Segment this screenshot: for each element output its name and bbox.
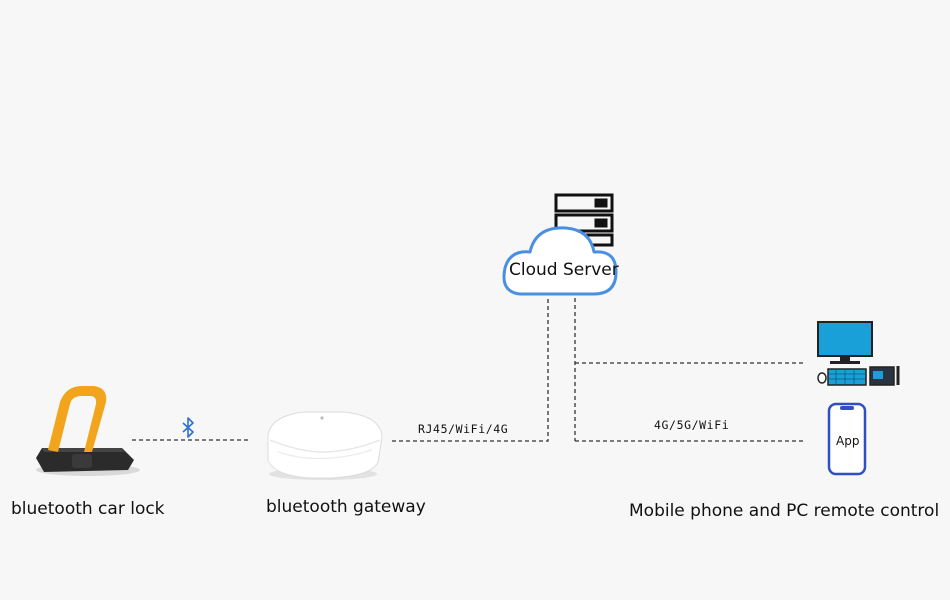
desktop-pc-icon	[817, 321, 900, 386]
car-lock-icon	[36, 386, 140, 476]
cloud-server-label: Cloud Server	[509, 260, 619, 280]
bluetooth-icon	[182, 417, 194, 438]
app-label: App	[836, 434, 860, 448]
car-lock-label: bluetooth car lock	[11, 499, 165, 519]
gateway-label: bluetooth gateway	[266, 497, 426, 517]
cloud-icon	[502, 226, 618, 296]
mobile-phone-icon	[827, 402, 867, 476]
clients-label: Mobile phone and PC remote control	[629, 501, 940, 521]
cloud-clients-protocol-label: 4G/5G/WiFi	[654, 418, 730, 432]
gateway-cloud-protocol-label: RJ45/WiFi/4G	[418, 422, 509, 436]
gateway-cloud-line	[392, 298, 549, 442]
gateway-icon	[267, 411, 383, 480]
connector-lines	[132, 298, 803, 442]
